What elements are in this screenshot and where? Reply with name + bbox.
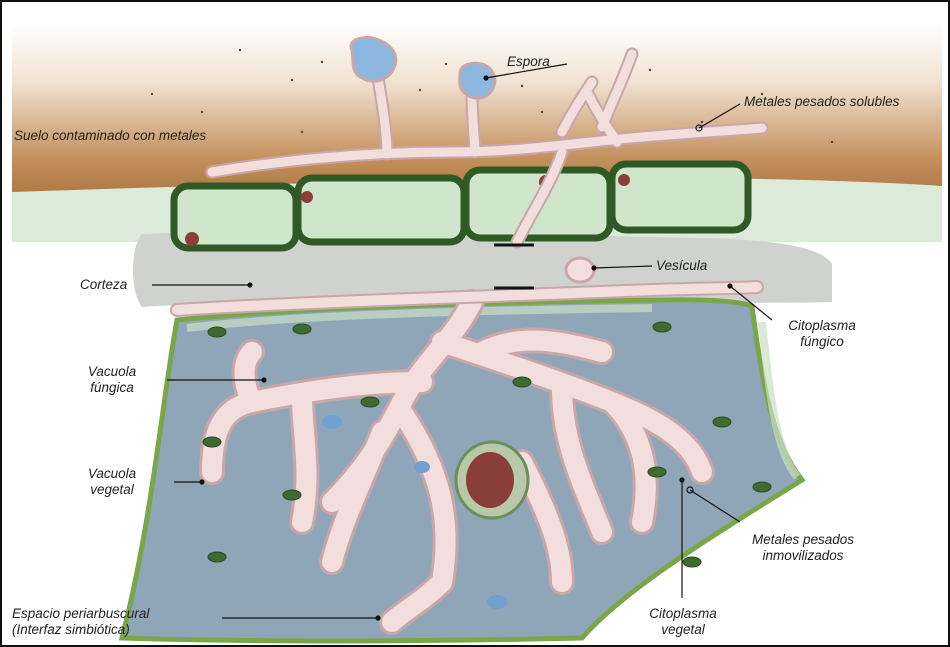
- label-metales-inmovilizados: Metales pesados inmovilizados: [738, 532, 868, 564]
- label-citoplasma-fungico: Citoplasma fúngico: [770, 318, 874, 350]
- label-metales-inmov-line2: inmovilizados: [738, 548, 868, 564]
- label-metales-inmov-line1: Metales pesados: [738, 532, 868, 548]
- label-citoplasma-vegetal-line2: vegetal: [628, 622, 738, 638]
- label-vacuola-vegetal-line2: vegetal: [72, 482, 152, 498]
- label-espora: Espora: [507, 54, 550, 70]
- label-vacuola-vegetal: Vacuola vegetal: [72, 466, 152, 498]
- vesicle: [566, 258, 594, 282]
- label-vesicula: Vesícula: [656, 258, 707, 274]
- label-espacio-peri-line1: Espacio periarbuscural: [12, 606, 149, 622]
- label-citoplasma-vegetal-line1: Citoplasma: [628, 606, 738, 622]
- label-citoplasma-fungico-line2: fúngico: [770, 334, 874, 350]
- label-suelo: Suelo contaminado con metales: [14, 128, 206, 144]
- label-corteza: Corteza: [80, 277, 127, 293]
- label-espacio-periarbuscular: Espacio periarbuscural (Interfaz simbiót…: [12, 606, 149, 638]
- label-citoplasma-fungico-line1: Citoplasma: [770, 318, 874, 334]
- label-espacio-peri-line2: (Interfaz simbiótica): [12, 622, 149, 638]
- label-vacuola-fungica: Vacuola fúngica: [72, 364, 152, 396]
- label-vacuola-fungica-line1: Vacuola: [72, 364, 152, 380]
- label-vacuola-vegetal-line1: Vacuola: [72, 466, 152, 482]
- label-vacuola-fungica-line2: fúngica: [72, 380, 152, 396]
- plant-nucleus: [456, 442, 528, 518]
- label-citoplasma-vegetal: Citoplasma vegetal: [628, 606, 738, 638]
- label-metales-solubles: Metales pesados solubles: [744, 94, 899, 110]
